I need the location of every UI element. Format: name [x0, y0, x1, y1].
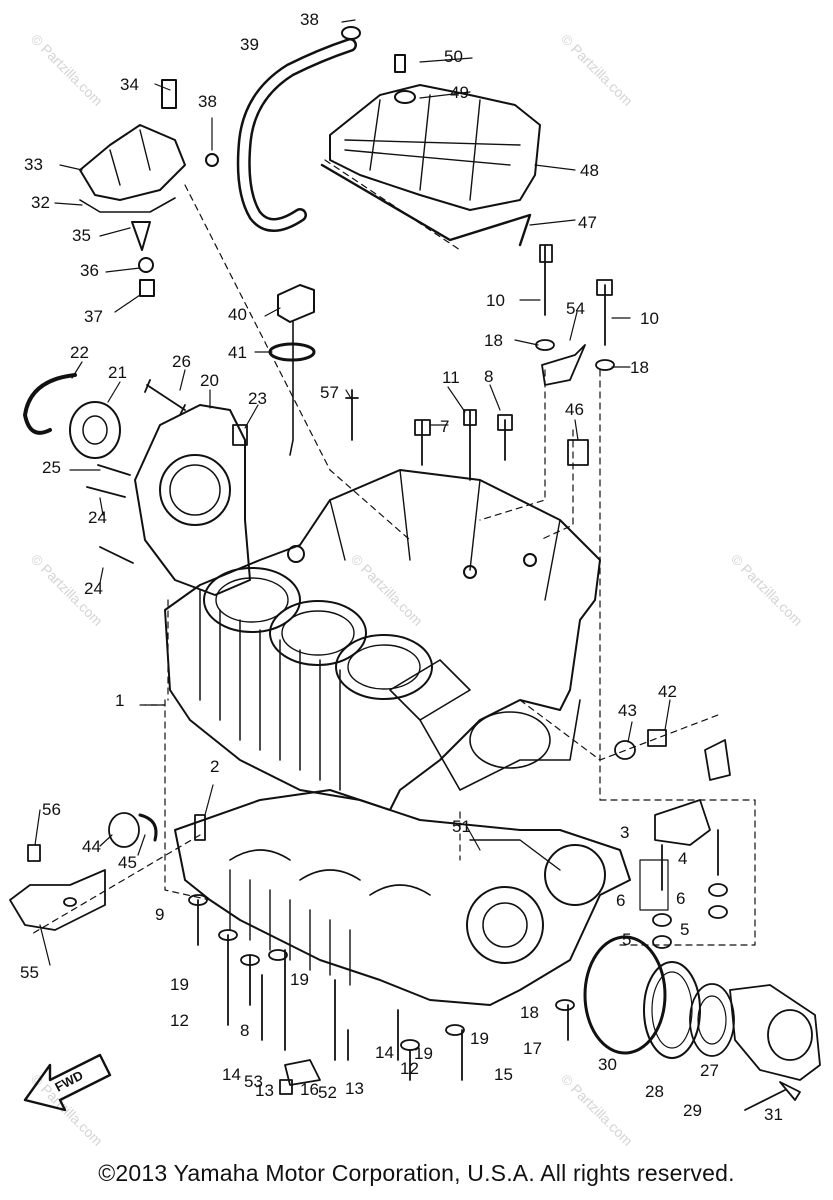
part-number-label: 6: [616, 891, 625, 910]
part-number-label: 9: [155, 905, 164, 924]
part-number-label: 19: [470, 1029, 489, 1048]
part-number-label: 13: [345, 1079, 364, 1098]
part-number-label: 8: [484, 367, 493, 386]
part-number-label: 56: [42, 800, 61, 819]
upper-crankcase: [164, 469, 601, 811]
watermark-text: © Partzilla.com: [28, 31, 106, 109]
part-number-label: 24: [88, 508, 107, 527]
o-ring: [583, 935, 667, 1055]
part-number-label: 26: [172, 352, 191, 371]
part-number-label: 8: [240, 1021, 249, 1040]
part-number-label: 32: [31, 193, 50, 212]
plate: [689, 983, 735, 1057]
part-number-label: 22: [70, 343, 89, 362]
part-number-label: 45: [118, 853, 137, 872]
part-number-label: 10: [640, 309, 659, 328]
part-number-label: 43: [618, 701, 637, 720]
part-number-label: 33: [24, 155, 43, 174]
part-number-label: 54: [566, 299, 585, 318]
part-number-label: 15: [494, 1065, 513, 1084]
exploded-view-drawing: [9, 19, 821, 1112]
part-number-label: 4: [678, 849, 687, 868]
part-number-label: 40: [228, 305, 247, 324]
watermark-text: © Partzilla.com: [728, 551, 806, 629]
part-number-label: 29: [683, 1101, 702, 1120]
part-number-label: 20: [200, 371, 219, 390]
part-number-label: 21: [108, 363, 127, 382]
part-number-label: 6: [676, 889, 685, 908]
part-number-label: 51: [452, 817, 471, 836]
part-number-label: 38: [300, 10, 319, 29]
breather-cover: [79, 124, 186, 201]
part-number-label: 31: [764, 1105, 783, 1124]
part-number-label: 37: [84, 307, 103, 326]
part-number-label: 17: [523, 1039, 542, 1058]
part-number-label: 41: [228, 343, 247, 362]
part-number-label: 50: [444, 47, 463, 66]
part-number-label: 13: [255, 1081, 274, 1100]
part-number-label: 10: [486, 291, 505, 310]
oil-seal: [643, 961, 701, 1059]
cylinder-bore-1: [203, 567, 301, 633]
circlip-22: [23, 373, 77, 435]
watermark-text: © Partzilla.com: [558, 31, 636, 109]
part-number-label: 14: [375, 1043, 394, 1062]
part-number-label: 49: [450, 83, 469, 102]
part-number-label: 55: [20, 963, 39, 982]
part-number-label: 57: [320, 383, 339, 402]
part-number-label: 30: [598, 1055, 617, 1074]
part-number-label: 36: [80, 261, 99, 280]
part-number-label: 52: [318, 1083, 337, 1102]
part-number-label: 2: [210, 757, 219, 776]
watermark-layer: © Partzilla.com © Partzilla.com © Partzill…: [28, 31, 806, 1149]
part-number-label: 38: [198, 92, 217, 111]
part-number-label: 46: [565, 400, 584, 419]
cylinder-bore-3: [335, 634, 433, 700]
part-number-label: 18: [630, 358, 649, 377]
part-number-label: 34: [120, 75, 139, 94]
part-number-label: 19: [414, 1044, 433, 1063]
bearing-cover: [729, 984, 821, 1081]
bearing-housing: [134, 404, 251, 596]
fwd-arrow: [23, 1053, 112, 1112]
breather-hose: [236, 38, 357, 232]
part-number-label: 16: [300, 1080, 319, 1099]
part-number-label: 1: [115, 691, 124, 710]
part-number-label: 23: [248, 389, 267, 408]
bearing: [69, 401, 121, 459]
part-number-label: 18: [520, 1003, 539, 1022]
crankcase-cover: [329, 84, 541, 211]
part-number-label: 12: [400, 1059, 419, 1078]
part-number-label: 39: [240, 35, 259, 54]
part-number-label: 27: [700, 1061, 719, 1080]
part-number-label: 18: [484, 331, 503, 350]
cylinder-bore-2: [269, 600, 367, 666]
part-number-label: 44: [82, 837, 101, 856]
copyright-notice: ©2013 Yamaha Motor Corporation, U.S.A. A…: [98, 1160, 735, 1186]
part-number-label: 14: [222, 1065, 241, 1084]
part-number-label: 12: [170, 1011, 189, 1030]
part-number-label: 7: [440, 417, 449, 436]
lower-crankcase: [174, 789, 631, 1006]
part-number-label: 53: [244, 1072, 263, 1091]
part-number-label: 25: [42, 458, 61, 477]
part-number-label: 5: [680, 920, 689, 939]
part-number-label: 24: [84, 579, 103, 598]
part-number-label: 42: [658, 682, 677, 701]
part-number-label: 48: [580, 161, 599, 180]
part-number-label: 3: [620, 823, 629, 842]
part-number-label: 11: [442, 368, 460, 387]
cover-gasket: [320, 163, 532, 247]
part-number-label: 35: [72, 226, 91, 245]
part-number-label: 19: [170, 975, 189, 994]
watermark-text: © Partzilla.com: [558, 1071, 636, 1149]
part-number-label: 5: [622, 930, 631, 949]
part-number-label: 19: [290, 970, 309, 989]
part-number-label: 47: [578, 213, 597, 232]
part-number-label: 28: [645, 1082, 664, 1101]
